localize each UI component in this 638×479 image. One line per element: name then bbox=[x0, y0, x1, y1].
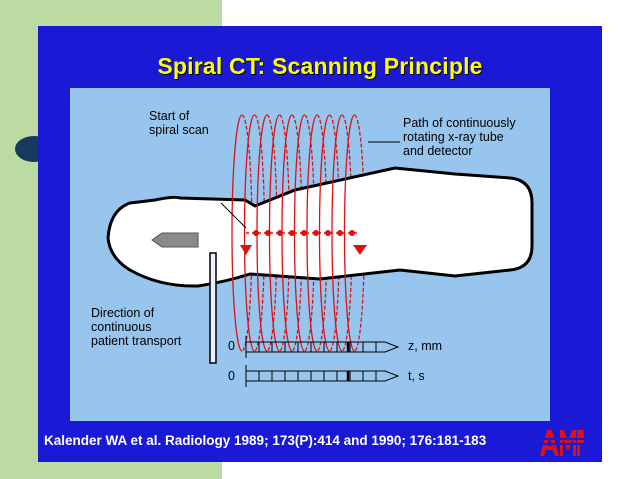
scan-dot bbox=[253, 230, 259, 236]
end-arrow-icon bbox=[353, 245, 367, 255]
scan-dots bbox=[253, 230, 355, 236]
table-plate bbox=[151, 232, 199, 248]
spiral-loop-back bbox=[329, 114, 341, 352]
spiral-loop-back bbox=[341, 114, 353, 352]
amp-logo bbox=[538, 430, 584, 456]
spiral-loop-front bbox=[243, 114, 255, 352]
scan-dot bbox=[337, 230, 343, 236]
scan-dot bbox=[277, 230, 283, 236]
spiral-loop-back bbox=[354, 114, 366, 352]
scan-dot bbox=[349, 230, 355, 236]
spiral-back-arcs bbox=[241, 114, 366, 352]
t-axis bbox=[245, 365, 400, 387]
z-axis bbox=[245, 336, 400, 358]
spiral-loop-back bbox=[304, 114, 316, 352]
spiral-loop-back bbox=[279, 114, 291, 352]
table-support bbox=[209, 252, 217, 364]
z-axis-ticks bbox=[258, 342, 377, 352]
scan-dot bbox=[265, 230, 271, 236]
spiral-loop-back bbox=[316, 114, 328, 352]
slide: Spiral CT: Scanning Principle bbox=[38, 26, 602, 462]
spiral-loop-back bbox=[241, 114, 253, 352]
start-arrow-icon bbox=[240, 245, 252, 255]
t-axis-zero: 0 bbox=[228, 369, 235, 383]
spiral-loop-back bbox=[254, 114, 266, 352]
scan-dot bbox=[313, 230, 319, 236]
diagram-panel: Start of spiral scan Path of continuousl… bbox=[70, 88, 550, 421]
label-start-of-spiral: Start of spiral scan bbox=[149, 109, 209, 137]
spiral-loop-back bbox=[291, 114, 303, 352]
scan-dot bbox=[289, 230, 295, 236]
z-axis-label: z, mm bbox=[408, 339, 443, 353]
citation: Kalender WA et al. Radiology 1989; 173(P… bbox=[44, 433, 487, 448]
scan-dot bbox=[325, 230, 331, 236]
start-pointer-line bbox=[220, 202, 247, 229]
t-axis-ticks bbox=[258, 371, 377, 381]
z-axis-zero: 0 bbox=[228, 339, 235, 353]
t-axis-label: t, s bbox=[408, 369, 425, 383]
diagram-svg bbox=[106, 114, 534, 387]
label-direction-transport: Direction of continuous patient transpor… bbox=[91, 306, 182, 348]
scan-dot bbox=[301, 230, 307, 236]
slide-title: Spiral CT: Scanning Principle bbox=[157, 53, 483, 79]
spiral-loop-back bbox=[266, 114, 278, 352]
label-path-of-rotation: Path of continuously rotating x-ray tube… bbox=[403, 116, 516, 158]
spiral-loop-front bbox=[231, 114, 243, 352]
